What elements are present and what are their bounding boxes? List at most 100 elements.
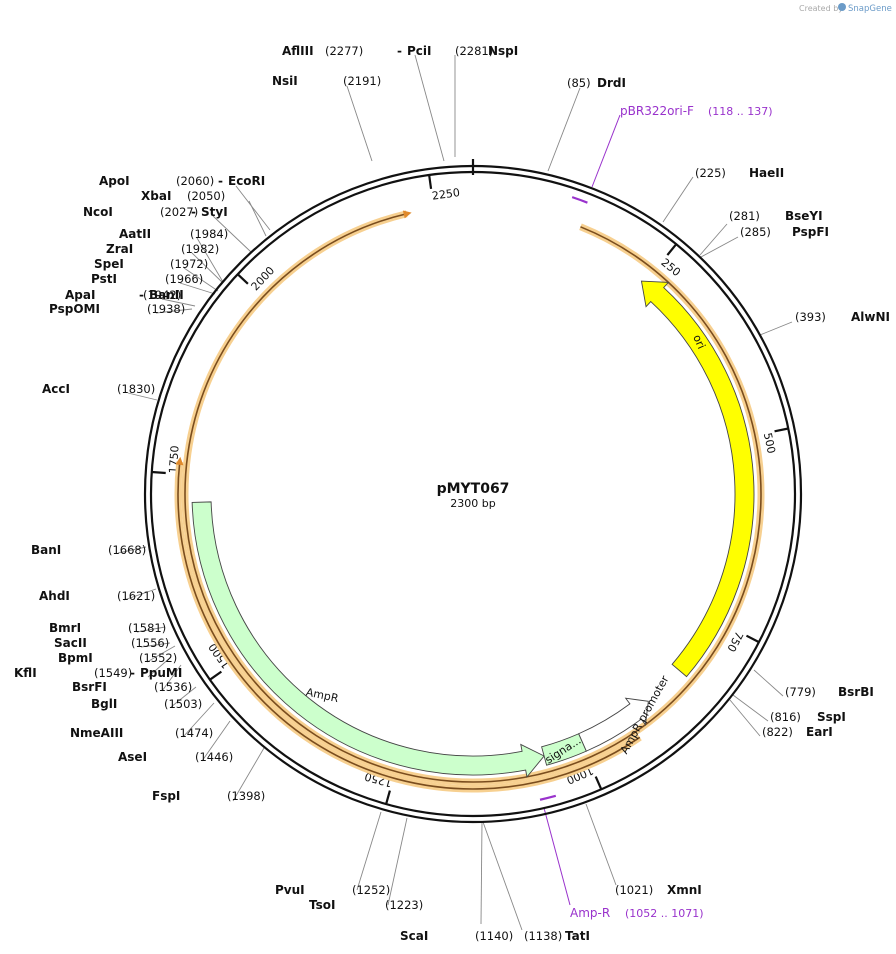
enzyme-acci[interactable]: AccI [42,382,70,396]
enzyme-drdi[interactable]: DrdI [597,76,626,90]
leader-line-bsrbi [753,669,784,697]
enzyme-pos-bgli: (1503) [164,697,202,711]
enzyme-eari[interactable]: EarI [806,725,833,739]
leader-line-tati [482,821,523,931]
enzyme-alwni[interactable]: AlwNI [851,310,890,324]
enzyme-pos-bani: (1668) [108,543,146,557]
leader-line-pspfi [700,236,739,258]
leader-line-xmni [585,803,617,886]
enzyme-pos-asei: (1446) [195,750,233,764]
enzyme-bseyi[interactable]: BseYI [785,209,823,223]
enzyme-fspi[interactable]: FspI [152,789,180,803]
enzyme-psti[interactable]: PstI [91,272,117,286]
leader-line-acci [127,392,158,401]
enzyme-dash-afliii: - [397,44,402,58]
enzyme-bgli[interactable]: BglI [91,697,117,711]
primer-pbr322ori-f[interactable]: pBR322ori-F [620,104,694,118]
leader-line-pvui [356,811,382,891]
enzyme-bsrbi[interactable]: BsrBI [838,685,874,699]
enzyme-pos-ncoi: (2027) [160,205,198,219]
enzyme-aatii[interactable]: AatII [119,227,151,241]
feature-ampr[interactable] [191,501,545,778]
enzyme-bmri[interactable]: BmrI [49,621,81,635]
enzyme-scai[interactable]: ScaI [400,929,428,943]
orf-arc[interactable] [184,212,762,783]
enzyme-pcii[interactable]: PciI [407,44,432,58]
primer-amp-r[interactable]: Amp-R [570,906,610,920]
enzyme-tsoi[interactable]: TsoI [309,898,335,912]
leader-line-asei [201,720,231,762]
enzyme-pos-nspi: (2281) [455,44,493,58]
enzyme-pos-psti: (1966) [165,272,203,286]
enzyme-pos-bsrfi: (1536) [154,680,192,694]
leader-line-bgli [170,686,197,708]
leader-line-apoi [235,185,271,231]
enzyme-bpmi[interactable]: BpmI [58,651,93,665]
enzyme-nsii[interactable]: NsiI [272,74,298,88]
enzyme-xbai[interactable]: XbaI [141,189,171,203]
enzyme-pspomi[interactable]: PspOMI [49,302,100,316]
enzyme-dash-kfli: - [130,666,135,680]
enzyme-pos-spei: (1972) [170,257,208,271]
enzyme-afliii[interactable]: AflIII [282,44,314,58]
feature-ampr-signal[interactable] [541,733,587,766]
enzyme-asei[interactable]: AseI [118,750,147,764]
enzyme-kfli[interactable]: KflI [14,666,37,680]
enzyme-pos-apoi: (2060) [176,174,214,188]
enzyme-pos-alwni: (393) [795,310,826,324]
leader-line-aatii [196,237,224,283]
enzyme-dash-apoi: - [218,174,223,188]
leader-line-bpmi [146,645,176,663]
ruler-tick [209,670,223,681]
primer-mark-amp-r[interactable] [539,794,557,801]
enzyme-pos-xmni: (1021) [615,883,653,897]
enzyme-pvui[interactable]: PvuI [275,883,305,897]
primer-range-amp-r: (1052 .. 1071) [625,907,704,920]
leader-line-afliii [414,54,445,162]
leader-line-fspi [232,747,265,802]
enzyme-pspfi[interactable]: PspFI [792,225,829,239]
enzyme-zrai[interactable]: ZraI [106,242,133,256]
enzyme-apai[interactable]: ApaI [65,288,95,302]
credit: Created by SnapGene [799,3,892,14]
enzyme-bsrfi[interactable]: BsrFI [72,680,107,694]
ruler-tick [666,243,678,256]
enzyme-pos-haeii: (225) [695,166,726,180]
enzyme-dash-ncoi: - [191,205,196,219]
enzyme-pos-zrai: (1982) [181,242,219,256]
orf-arc[interactable] [177,461,641,790]
orf-arrow-icon [175,456,184,466]
enzyme-spei[interactable]: SpeI [94,257,124,271]
enzyme-labels: (2277)AflIII-PciI(2281)NspI(85)DrdI(2191… [14,44,890,943]
enzyme-ahdi[interactable]: AhdI [39,589,70,603]
plasmid-name: pMYT067 [437,481,510,497]
enzyme-pos-pspomi: (1938) [147,302,185,316]
enzyme-banii[interactable]: BanII [149,288,184,302]
enzyme-nmeaiii[interactable]: NmeAIII [70,726,123,740]
feature-ampr-promoter[interactable] [578,697,649,752]
enzyme-apoi[interactable]: ApoI [99,174,130,188]
ruler-tick [774,427,789,433]
enzyme-xmni[interactable]: XmnI [667,883,702,897]
primer-mark-pbr322ori-f[interactable] [571,196,588,204]
ruler-tick [151,470,166,475]
enzyme-ncoi[interactable]: NcoI [83,205,113,219]
enzyme-nspi[interactable]: NspI [488,44,518,58]
plasmid-size: 2300 bp [450,497,495,510]
primer-marks [539,196,588,801]
enzyme-haeii[interactable]: HaeII [749,166,784,180]
enzyme-sspi[interactable]: SspI [817,710,846,724]
enzyme-pos-pvui: (1252) [352,883,390,897]
feature-ori[interactable] [640,280,755,678]
enzyme-tati[interactable]: TatI [565,929,590,943]
enzyme-ecori[interactable]: EcoRI [228,174,265,188]
leader-line-pspomi [155,308,193,314]
enzyme-pos-scai: (1140) [475,929,513,943]
enzyme-styi[interactable]: StyI [201,205,228,219]
enzyme-ppumi[interactable]: PpuMI [140,666,182,680]
enzyme-bani[interactable]: BanI [31,543,61,557]
leader-line-ahdi [123,588,157,601]
enzyme-sacii[interactable]: SacII [54,636,87,650]
